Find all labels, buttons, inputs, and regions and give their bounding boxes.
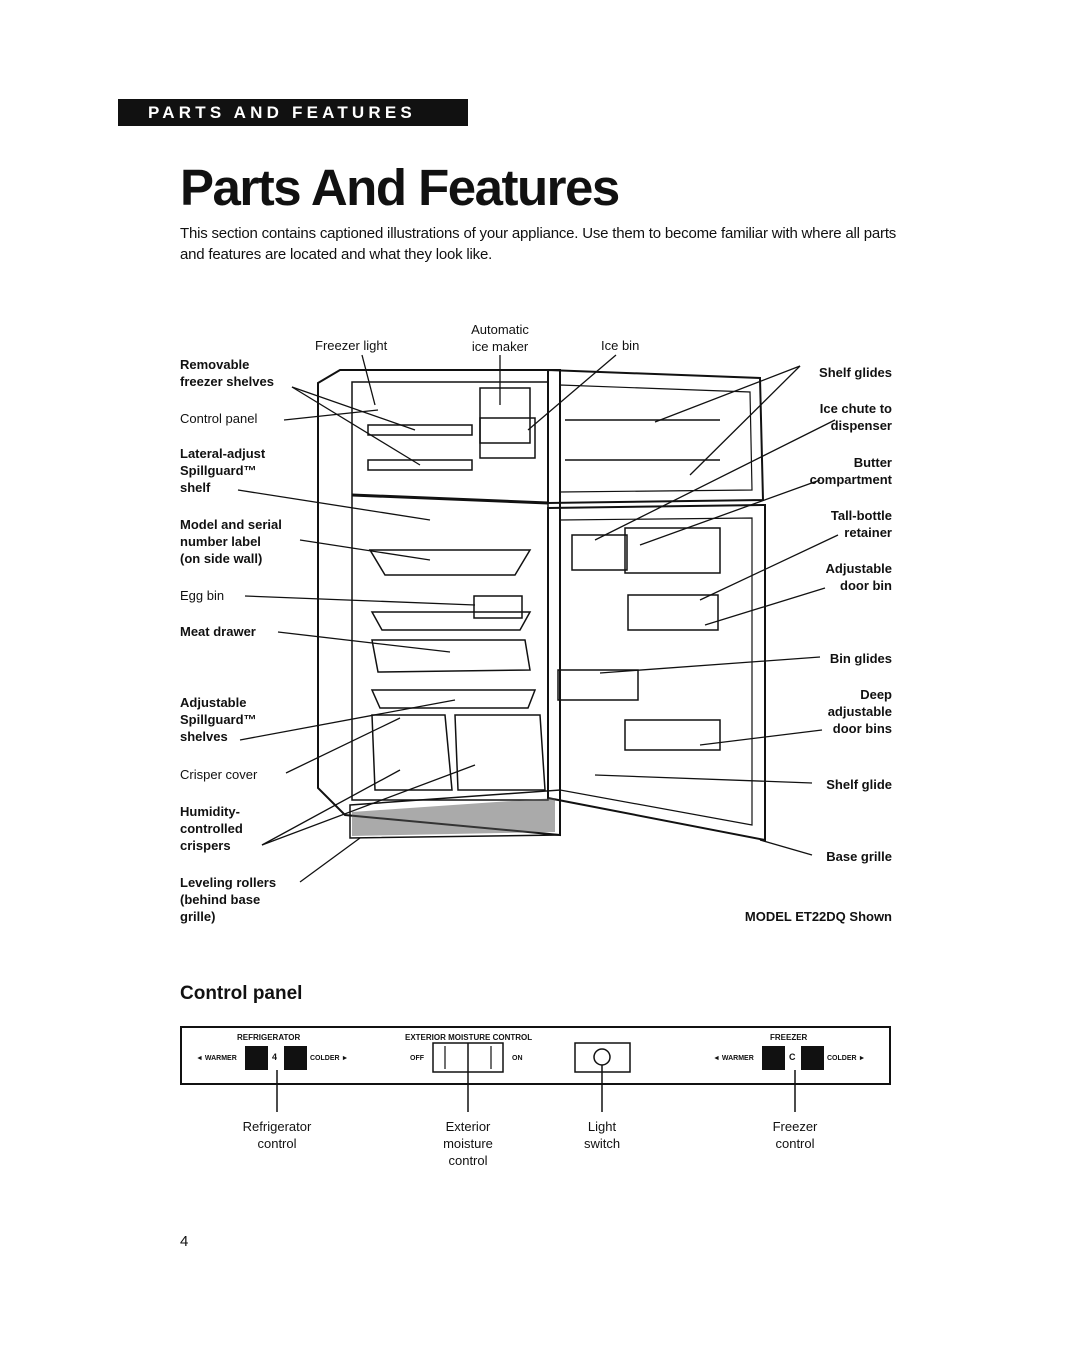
moisture-switch xyxy=(432,1042,504,1073)
light-switch xyxy=(574,1042,631,1073)
label-adjustable-shelves: Adjustable Spillguard™ shelves xyxy=(180,695,257,744)
label-lateral-adjust-shelf: Lateral-adjust Spillguard™ shelf xyxy=(180,446,266,495)
label-shelf-glide: Shelf glide xyxy=(826,777,892,792)
caption-freezer-control: Freezer control xyxy=(772,1119,818,1151)
fridge-colder-label: COLDER ► xyxy=(310,1055,349,1062)
crisper-left xyxy=(371,714,453,791)
label-leveling-rollers: Leveling rollers (behind base grille) xyxy=(180,875,277,924)
egg-bin xyxy=(473,595,523,619)
label-bin-glides: Bin glides xyxy=(829,651,892,666)
freezer-header: FREEZER xyxy=(770,1033,808,1042)
freezer-divider xyxy=(351,493,549,505)
label-adjustable-door-bin: Adjustable door bin xyxy=(825,561,892,593)
fridge-warmer-label: ◄ WARMER xyxy=(196,1055,237,1062)
door-bin xyxy=(557,669,639,701)
fridge-shelf xyxy=(370,689,537,709)
moisture-on-label: ON xyxy=(512,1055,523,1062)
page-number: 4 xyxy=(180,1233,189,1250)
freezer-shelf xyxy=(367,424,473,436)
section-banner: PARTS AND FEATURES xyxy=(118,99,468,126)
door-bin xyxy=(624,719,721,751)
refrigerator-header: REFRIGERATOR xyxy=(237,1033,301,1042)
intro-paragraph: This section contains captioned illustra… xyxy=(180,225,897,263)
exterior-moisture-header: EXTERIOR MOISTURE CONTROL xyxy=(405,1033,533,1042)
label-ice-chute: Ice chute to dispenser xyxy=(819,401,892,433)
moisture-off-label: OFF xyxy=(410,1055,424,1062)
base-grille xyxy=(349,789,561,839)
label-model-serial: Model and serial number label (on side w… xyxy=(180,517,282,566)
caption-light-switch: Light switch xyxy=(583,1119,621,1151)
label-crisper-cover: Crisper cover xyxy=(180,767,258,782)
caption-refrigerator-control: Refrigerator control xyxy=(242,1119,312,1151)
label-automatic-ice-maker: Automatic ice maker xyxy=(471,322,529,354)
freezer-setting[interactable]: C xyxy=(789,1052,796,1062)
fridge-shelf xyxy=(368,549,532,576)
freezer-door-outline xyxy=(547,368,765,505)
ice-maker xyxy=(479,387,531,444)
label-deep-door-bins: Deep adjustable door bins xyxy=(827,687,892,736)
fridge-shelf xyxy=(370,611,532,631)
freezer-shelf xyxy=(367,459,473,471)
caption-exterior-moisture-control: Exterior moisture control xyxy=(443,1119,493,1168)
label-egg-bin: Egg bin xyxy=(180,588,225,603)
page-title: Parts And Features xyxy=(180,159,620,216)
control-panel-heading: Control panel xyxy=(180,983,303,1004)
refrigerator-diagram xyxy=(237,354,839,883)
label-control-panel: Control panel xyxy=(180,411,258,426)
cabinet-inner xyxy=(351,381,549,801)
meat-drawer xyxy=(371,639,531,673)
label-freezer-light: Freezer light xyxy=(315,338,388,353)
ice-chute xyxy=(571,534,628,571)
ice-bin xyxy=(479,417,536,459)
model-caption: MODEL ET22DQ Shown xyxy=(744,909,892,924)
refrigerator-door-outline xyxy=(547,503,766,842)
freezer-warmer-label: ◄ WARMER xyxy=(713,1055,754,1062)
cabinet-outline xyxy=(317,369,561,837)
door-bin xyxy=(627,594,719,631)
label-humidity-crispers: Humidity- controlled crispers xyxy=(180,804,243,853)
label-removable-freezer-shelves: Removable freezer shelves xyxy=(180,357,274,389)
label-ice-bin: Ice bin xyxy=(601,338,640,353)
label-butter-compartment: Butter compartment xyxy=(809,455,892,487)
label-shelf-glides: Shelf glides xyxy=(819,365,892,380)
butter-compartment xyxy=(624,527,721,574)
freezer-colder-label: COLDER ► xyxy=(827,1055,866,1062)
label-tall-bottle-retainer: Tall-bottle retainer xyxy=(830,508,892,540)
crisper-right xyxy=(454,714,546,791)
label-base-grille: Base grille xyxy=(826,849,892,864)
fridge-setting[interactable]: 4 xyxy=(272,1052,278,1062)
label-meat-drawer: Meat drawer xyxy=(180,624,256,639)
